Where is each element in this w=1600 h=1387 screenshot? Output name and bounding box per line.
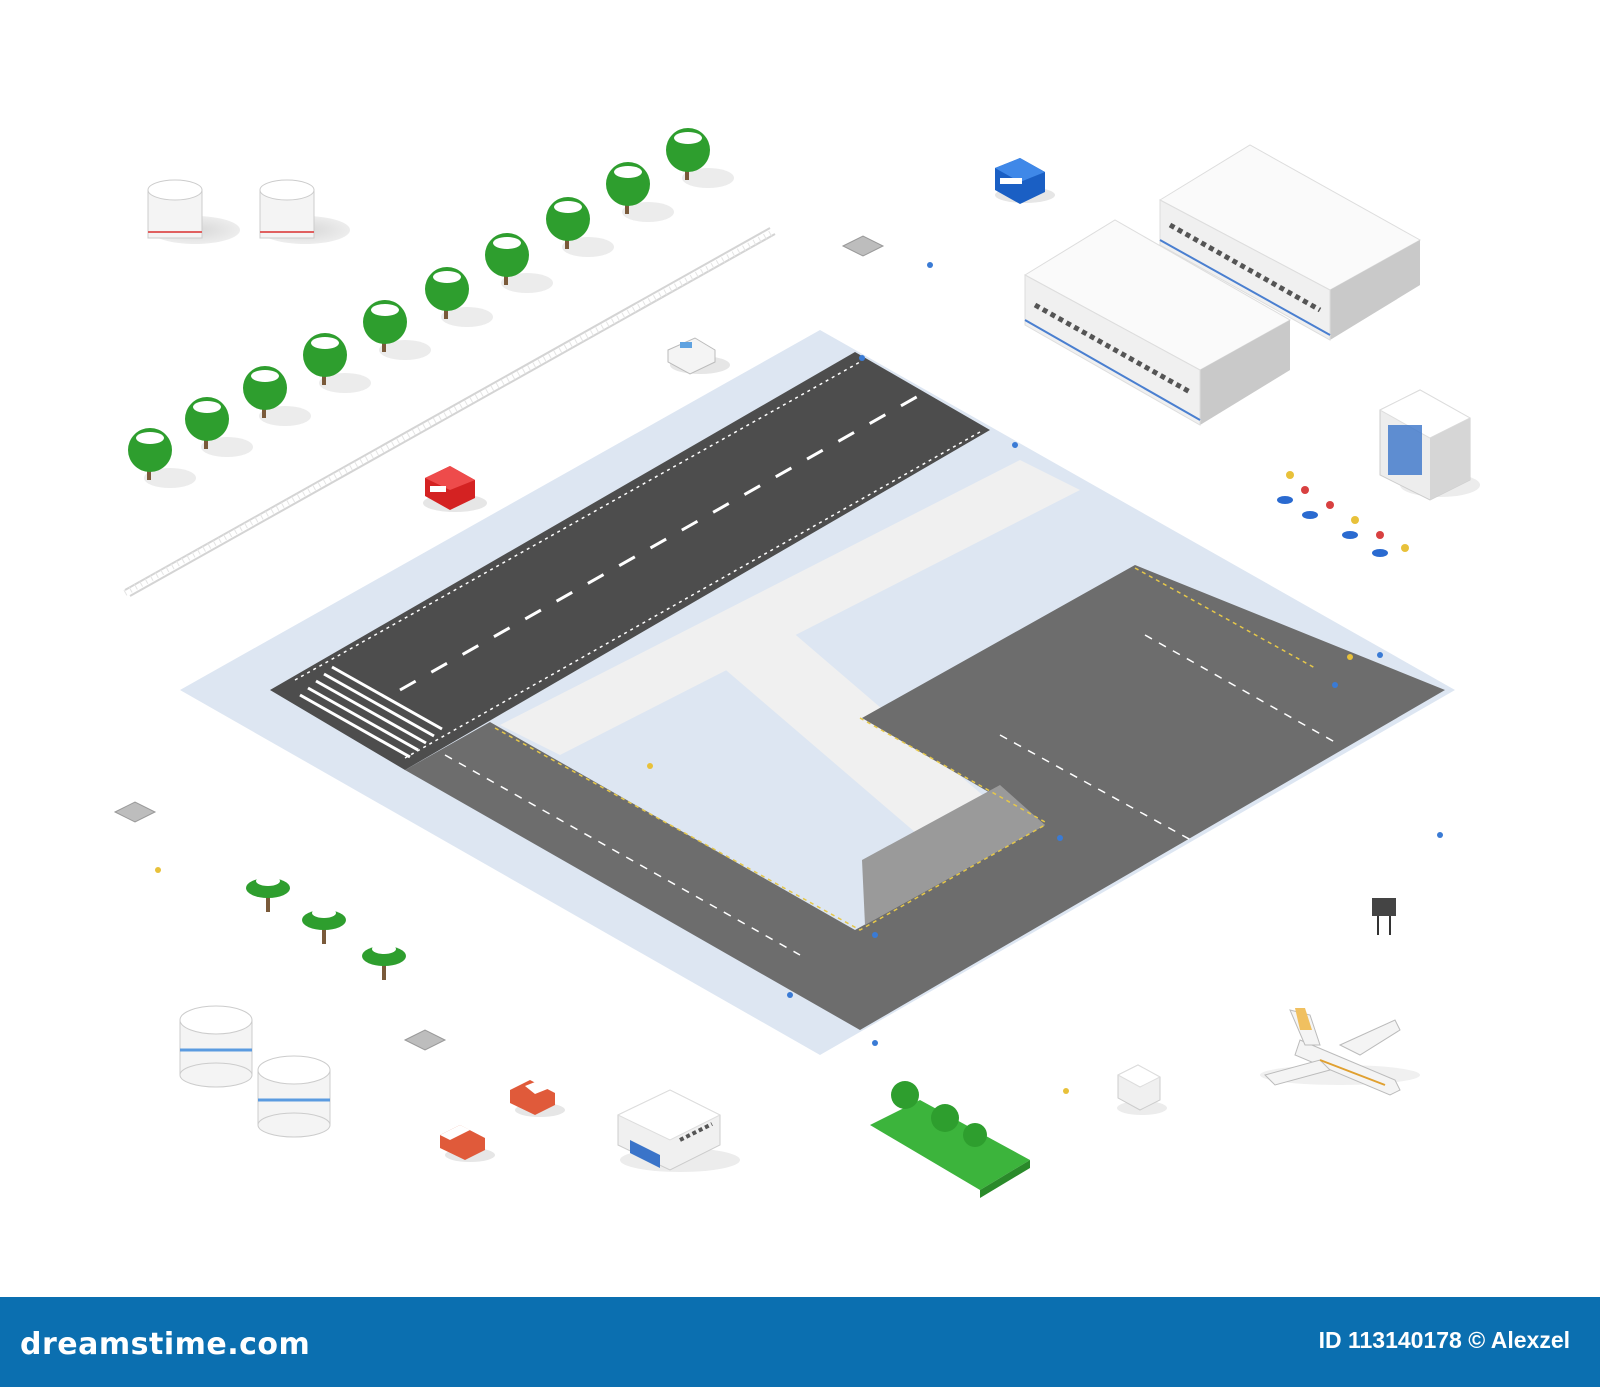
image-credit: ID 113140178 © Alexzel: [1319, 1327, 1570, 1354]
fuel-tank-icon: [257, 1055, 331, 1138]
hangar-icon: [1158, 144, 1422, 341]
office-building-icon: [1378, 389, 1480, 501]
car-icon: [440, 1125, 495, 1162]
tree-icon: [485, 233, 553, 293]
taxiway-apron: [405, 565, 1445, 1030]
tree-icon: [546, 197, 614, 257]
tree-icon: [243, 366, 311, 426]
manhole-icon: [403, 1029, 447, 1051]
airplane-icon: [1260, 1008, 1420, 1096]
stock-footer-bar: dreamstime.com ID 113140178 © Alexzel: [0, 1297, 1600, 1387]
runway-light-icon: [155, 654, 1353, 1094]
terminal-building-icon: [616, 1089, 740, 1172]
fuel-tank-icon: [259, 179, 350, 244]
fire-truck-icon: [423, 466, 487, 512]
control-booth-icon: [1116, 1064, 1167, 1115]
service-van-icon: [667, 337, 730, 375]
tree-icon: [302, 908, 346, 944]
tree-icon: [363, 300, 431, 360]
fuel-tank-icon: [179, 1005, 253, 1088]
runway-threshold-stripes: [299, 665, 443, 759]
tree-icon: [606, 162, 674, 222]
fuel-tank-icon: [147, 179, 240, 244]
author-name[interactable]: Alexzel: [1490, 1327, 1570, 1353]
hangar-icon: [1023, 219, 1292, 426]
runway: [270, 352, 990, 770]
park-icon: [870, 1081, 1030, 1198]
tree-icon: [303, 333, 371, 393]
tree-icon: [128, 428, 196, 488]
runway-light-icon: [1277, 471, 1409, 557]
tree-cluster: [246, 876, 406, 980]
tree-icon: [185, 397, 253, 457]
tree-icon: [246, 876, 290, 912]
runway-lights: [787, 262, 1443, 1046]
tree-icon: [362, 944, 406, 980]
tree-row: [128, 128, 734, 488]
id-label: ID: [1318, 1327, 1342, 1353]
airfield-ground: [180, 330, 1455, 1055]
copyright-symbol: ©: [1468, 1327, 1486, 1353]
tree-icon: [666, 128, 734, 188]
manhole-icon: [841, 235, 885, 257]
manhole-icon: [113, 801, 157, 823]
id-number: 113140178: [1347, 1327, 1462, 1353]
site-name[interactable]: dreamstime.com: [20, 1327, 311, 1362]
airport-isometric-scene: [113, 128, 1480, 1198]
car-icon: [510, 1080, 565, 1117]
water-tower-icon: [1372, 898, 1396, 935]
tree-icon: [425, 267, 493, 327]
railway-icon: [123, 227, 777, 597]
bus-icon: [995, 158, 1055, 204]
